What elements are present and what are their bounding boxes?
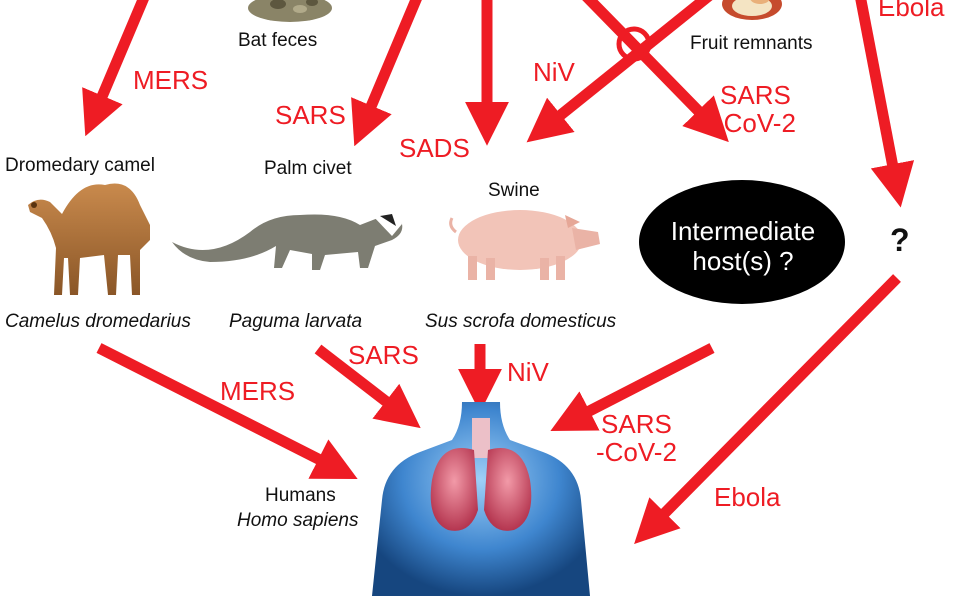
camel-latin-name: Camelus dromedarius bbox=[5, 311, 191, 332]
civet-image bbox=[172, 212, 403, 270]
civet-common-name: Palm civet bbox=[264, 158, 352, 179]
sars-top-label: SARS bbox=[275, 100, 346, 130]
bat-feces-image bbox=[248, 0, 332, 22]
camel-common-name: Dromedary camel bbox=[5, 155, 155, 176]
sars-cov2-top-line2: -CoV-2 bbox=[715, 108, 796, 138]
mers-top-label: MERS bbox=[133, 65, 209, 95]
fruit-remnants-image bbox=[722, 0, 782, 20]
civet-latin-name: Paguma larvata bbox=[229, 311, 363, 332]
intermediate-host-text: Intermediate host(s) ? bbox=[642, 216, 844, 276]
arrow-civet-to-humans bbox=[314, 344, 421, 429]
swine-latin-name: Sus scrofa domesticus bbox=[425, 311, 617, 332]
sars-cov2-bottom-label: SARS -CoV-2 bbox=[596, 410, 677, 466]
arrow-to-question bbox=[855, 0, 915, 208]
fruit-remnants-label: Fruit remnants bbox=[690, 33, 813, 54]
sars-cov2-bottom-line1: SARS bbox=[601, 409, 672, 439]
intermediate-host-line2: host(s) ? bbox=[692, 246, 794, 276]
unknown-host-question-mark: ? bbox=[890, 222, 910, 258]
arrow-intermediate-to-humans bbox=[550, 343, 715, 432]
sars-cov2-bottom-line2: -CoV-2 bbox=[596, 437, 677, 467]
sads-label: SADS bbox=[399, 133, 470, 163]
arrow-to-civet bbox=[351, 0, 422, 147]
swine-image bbox=[449, 210, 600, 280]
swine-common-name: Swine bbox=[488, 180, 540, 201]
sars-cov2-top-line1: SARS bbox=[720, 80, 791, 110]
arrow-crossing-hop bbox=[616, 26, 652, 62]
ebola-bottom-label: Ebola bbox=[714, 482, 781, 512]
human-torso-image bbox=[372, 402, 590, 596]
bat-feces-label: Bat feces bbox=[238, 30, 318, 51]
ebola-top-label: Ebola bbox=[878, 0, 945, 22]
sars-bottom-label: SARS bbox=[348, 340, 419, 370]
arrow-to-camel bbox=[82, 0, 149, 137]
niv-top-label: NiV bbox=[533, 57, 575, 87]
humans-common-name: Humans bbox=[265, 485, 336, 506]
camel-image bbox=[28, 183, 150, 295]
mers-bottom-label: MERS bbox=[220, 376, 296, 406]
arrow-to-swine-niv bbox=[526, 0, 713, 143]
arrow-question-to-humans bbox=[634, 274, 901, 545]
intermediate-host-ellipse bbox=[639, 180, 845, 304]
arrow-camel-to-humans bbox=[96, 343, 358, 479]
intermediate-host-line1: Intermediate bbox=[670, 216, 816, 246]
humans-latin-name: Homo sapiens bbox=[237, 510, 359, 531]
arrow-to-intermediate bbox=[582, 0, 729, 143]
niv-bottom-label: NiV bbox=[507, 357, 549, 387]
sars-cov2-top-label: SARS -CoV-2 bbox=[715, 81, 796, 137]
